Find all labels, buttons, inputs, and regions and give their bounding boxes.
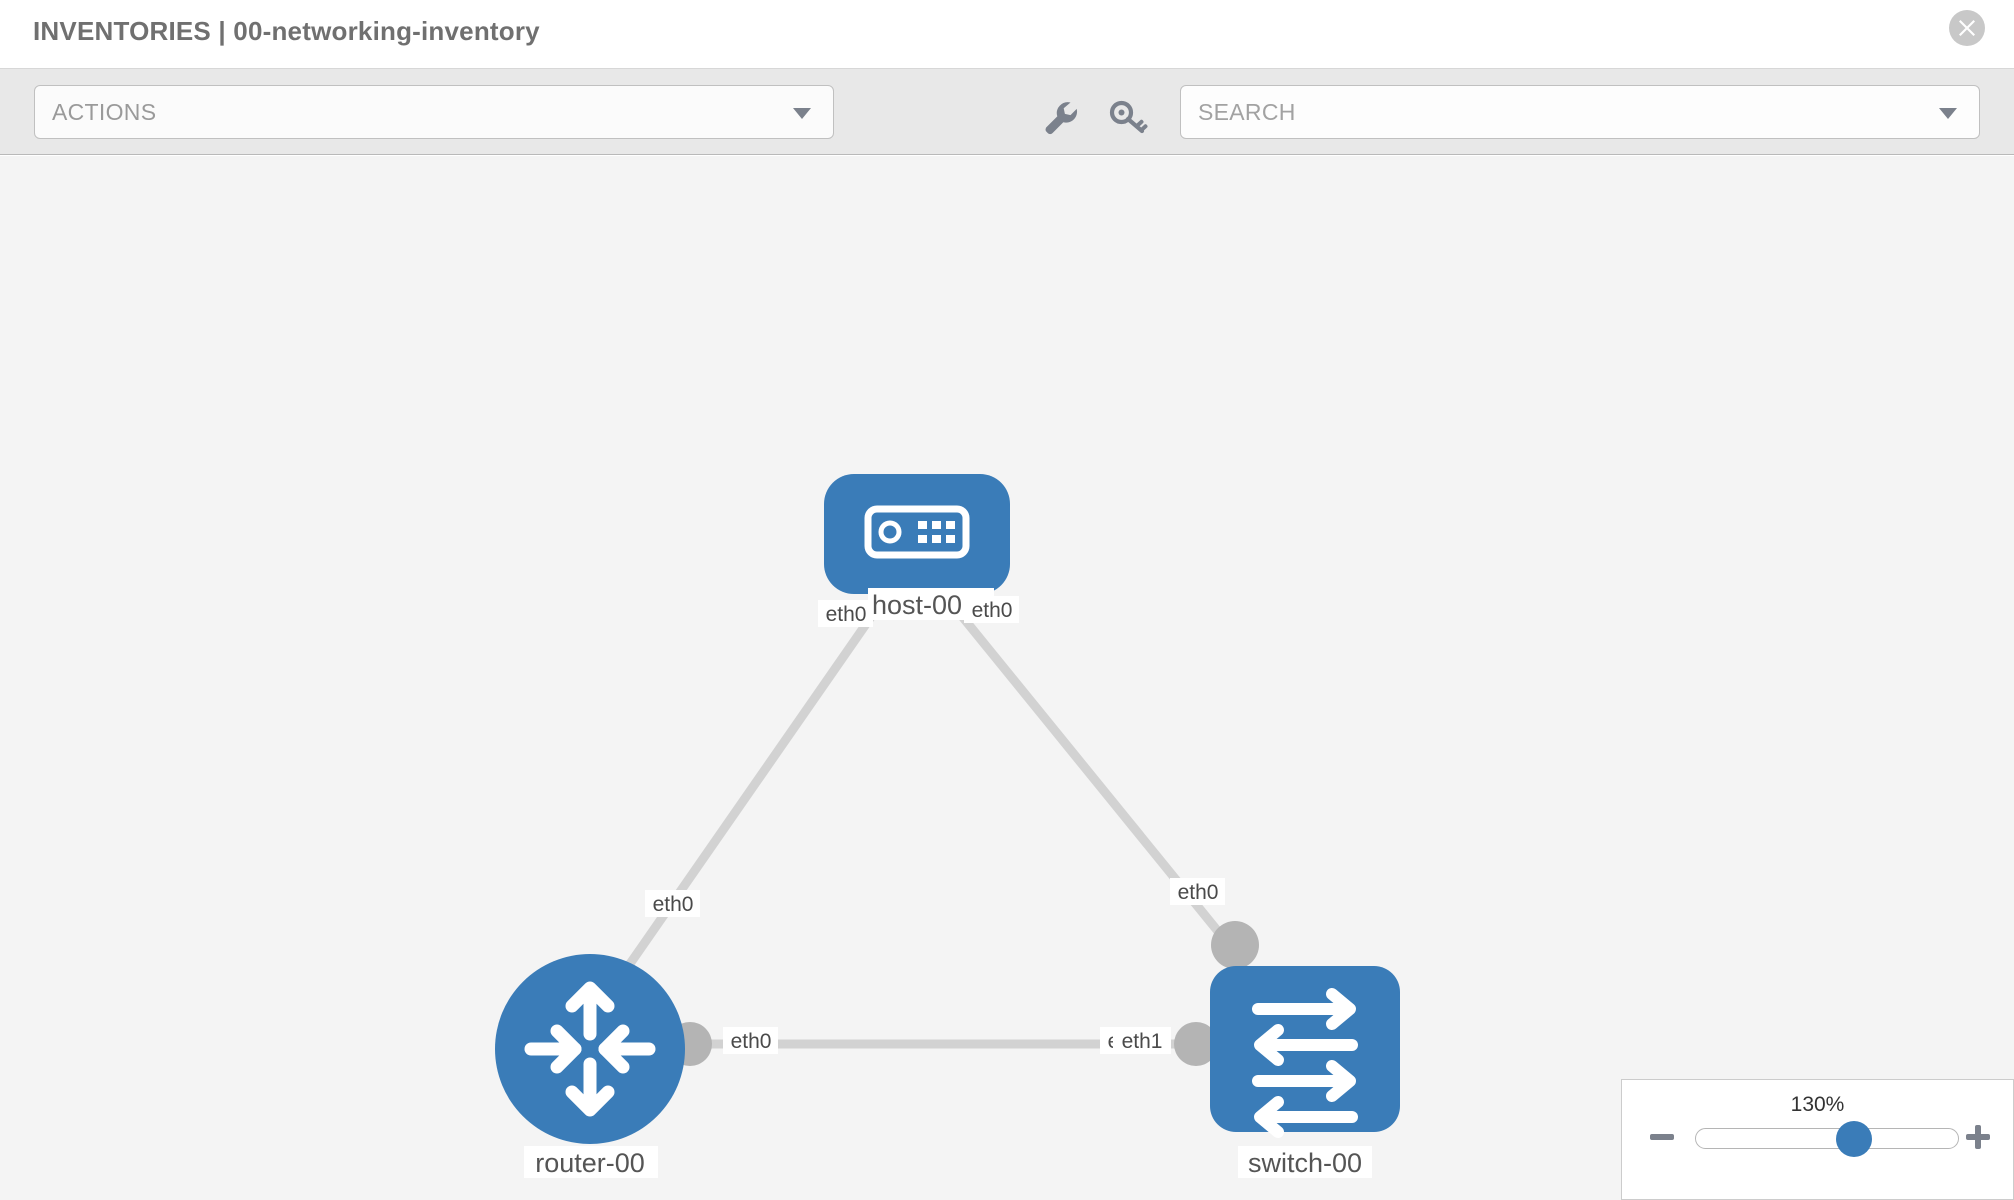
topology-node-router-00[interactable]: router-00 bbox=[495, 954, 685, 1178]
server-appliance-icon bbox=[864, 505, 970, 559]
page-header: INVENTORIES | 00-networking-inventory bbox=[0, 0, 2014, 69]
search-input-placeholder: SEARCH bbox=[1198, 99, 1296, 125]
page-title: INVENTORIES | 00-networking-inventory bbox=[33, 16, 540, 46]
topology-links bbox=[621, 601, 1242, 1049]
minus-icon[interactable] bbox=[1647, 1122, 1677, 1152]
node-label-router-00: router-00 bbox=[535, 1148, 645, 1178]
wrench-icon[interactable] bbox=[1037, 95, 1083, 141]
zoom-slider[interactable] bbox=[1695, 1121, 1959, 1157]
router-arrows-icon bbox=[524, 981, 656, 1117]
iface-label-switch00-eth1: eth1 bbox=[1122, 1030, 1163, 1053]
chevron-down-icon bbox=[793, 108, 811, 119]
iface-label-router00-eth0: eth0 bbox=[731, 1030, 772, 1053]
zoom-control-panel: 130% bbox=[1621, 1079, 2014, 1200]
switch-arrows-icon bbox=[1252, 988, 1358, 1138]
topology-node-switch-00[interactable]: switch-00 bbox=[1210, 966, 1400, 1178]
close-icon[interactable] bbox=[1949, 10, 1985, 46]
toolbar: ACTIONS SEARCH bbox=[0, 69, 2014, 155]
chevron-down-icon bbox=[1939, 108, 1957, 119]
actions-dropdown-label: ACTIONS bbox=[52, 99, 157, 125]
iface-label-switch00-eth0-uplink: eth0 bbox=[1178, 881, 1219, 904]
iface-label-host00-eth0-right: eth0 bbox=[972, 599, 1013, 622]
iface-label-host00-eth0-left: eth0 bbox=[826, 603, 867, 626]
node-label-switch-00: switch-00 bbox=[1248, 1148, 1362, 1178]
key-icon[interactable] bbox=[1105, 95, 1151, 141]
zoom-percent-label: 130% bbox=[1790, 1093, 1845, 1116]
connector-switch00-eth0[interactable] bbox=[1211, 921, 1259, 969]
plus-icon[interactable] bbox=[1963, 1122, 1993, 1152]
iface-label-router00-eth0-uplink: eth0 bbox=[653, 893, 694, 916]
search-input[interactable]: SEARCH bbox=[1180, 85, 1980, 139]
topology-canvas[interactable]: host-00 router-00 bbox=[0, 156, 2014, 1200]
topology-connectors bbox=[668, 574, 1259, 1066]
node-label-host-00: host-00 bbox=[872, 590, 962, 620]
topology-node-host-00[interactable]: host-00 bbox=[824, 474, 1010, 620]
actions-dropdown[interactable]: ACTIONS bbox=[34, 85, 834, 139]
zoom-slider-thumb[interactable] bbox=[1836, 1121, 1873, 1157]
topology-interface-labels: eth0 eth0 eth0 eth0 eth0 eth0 eth1 bbox=[645, 596, 1225, 1054]
connector-switch00-eth1[interactable] bbox=[1174, 1022, 1218, 1066]
